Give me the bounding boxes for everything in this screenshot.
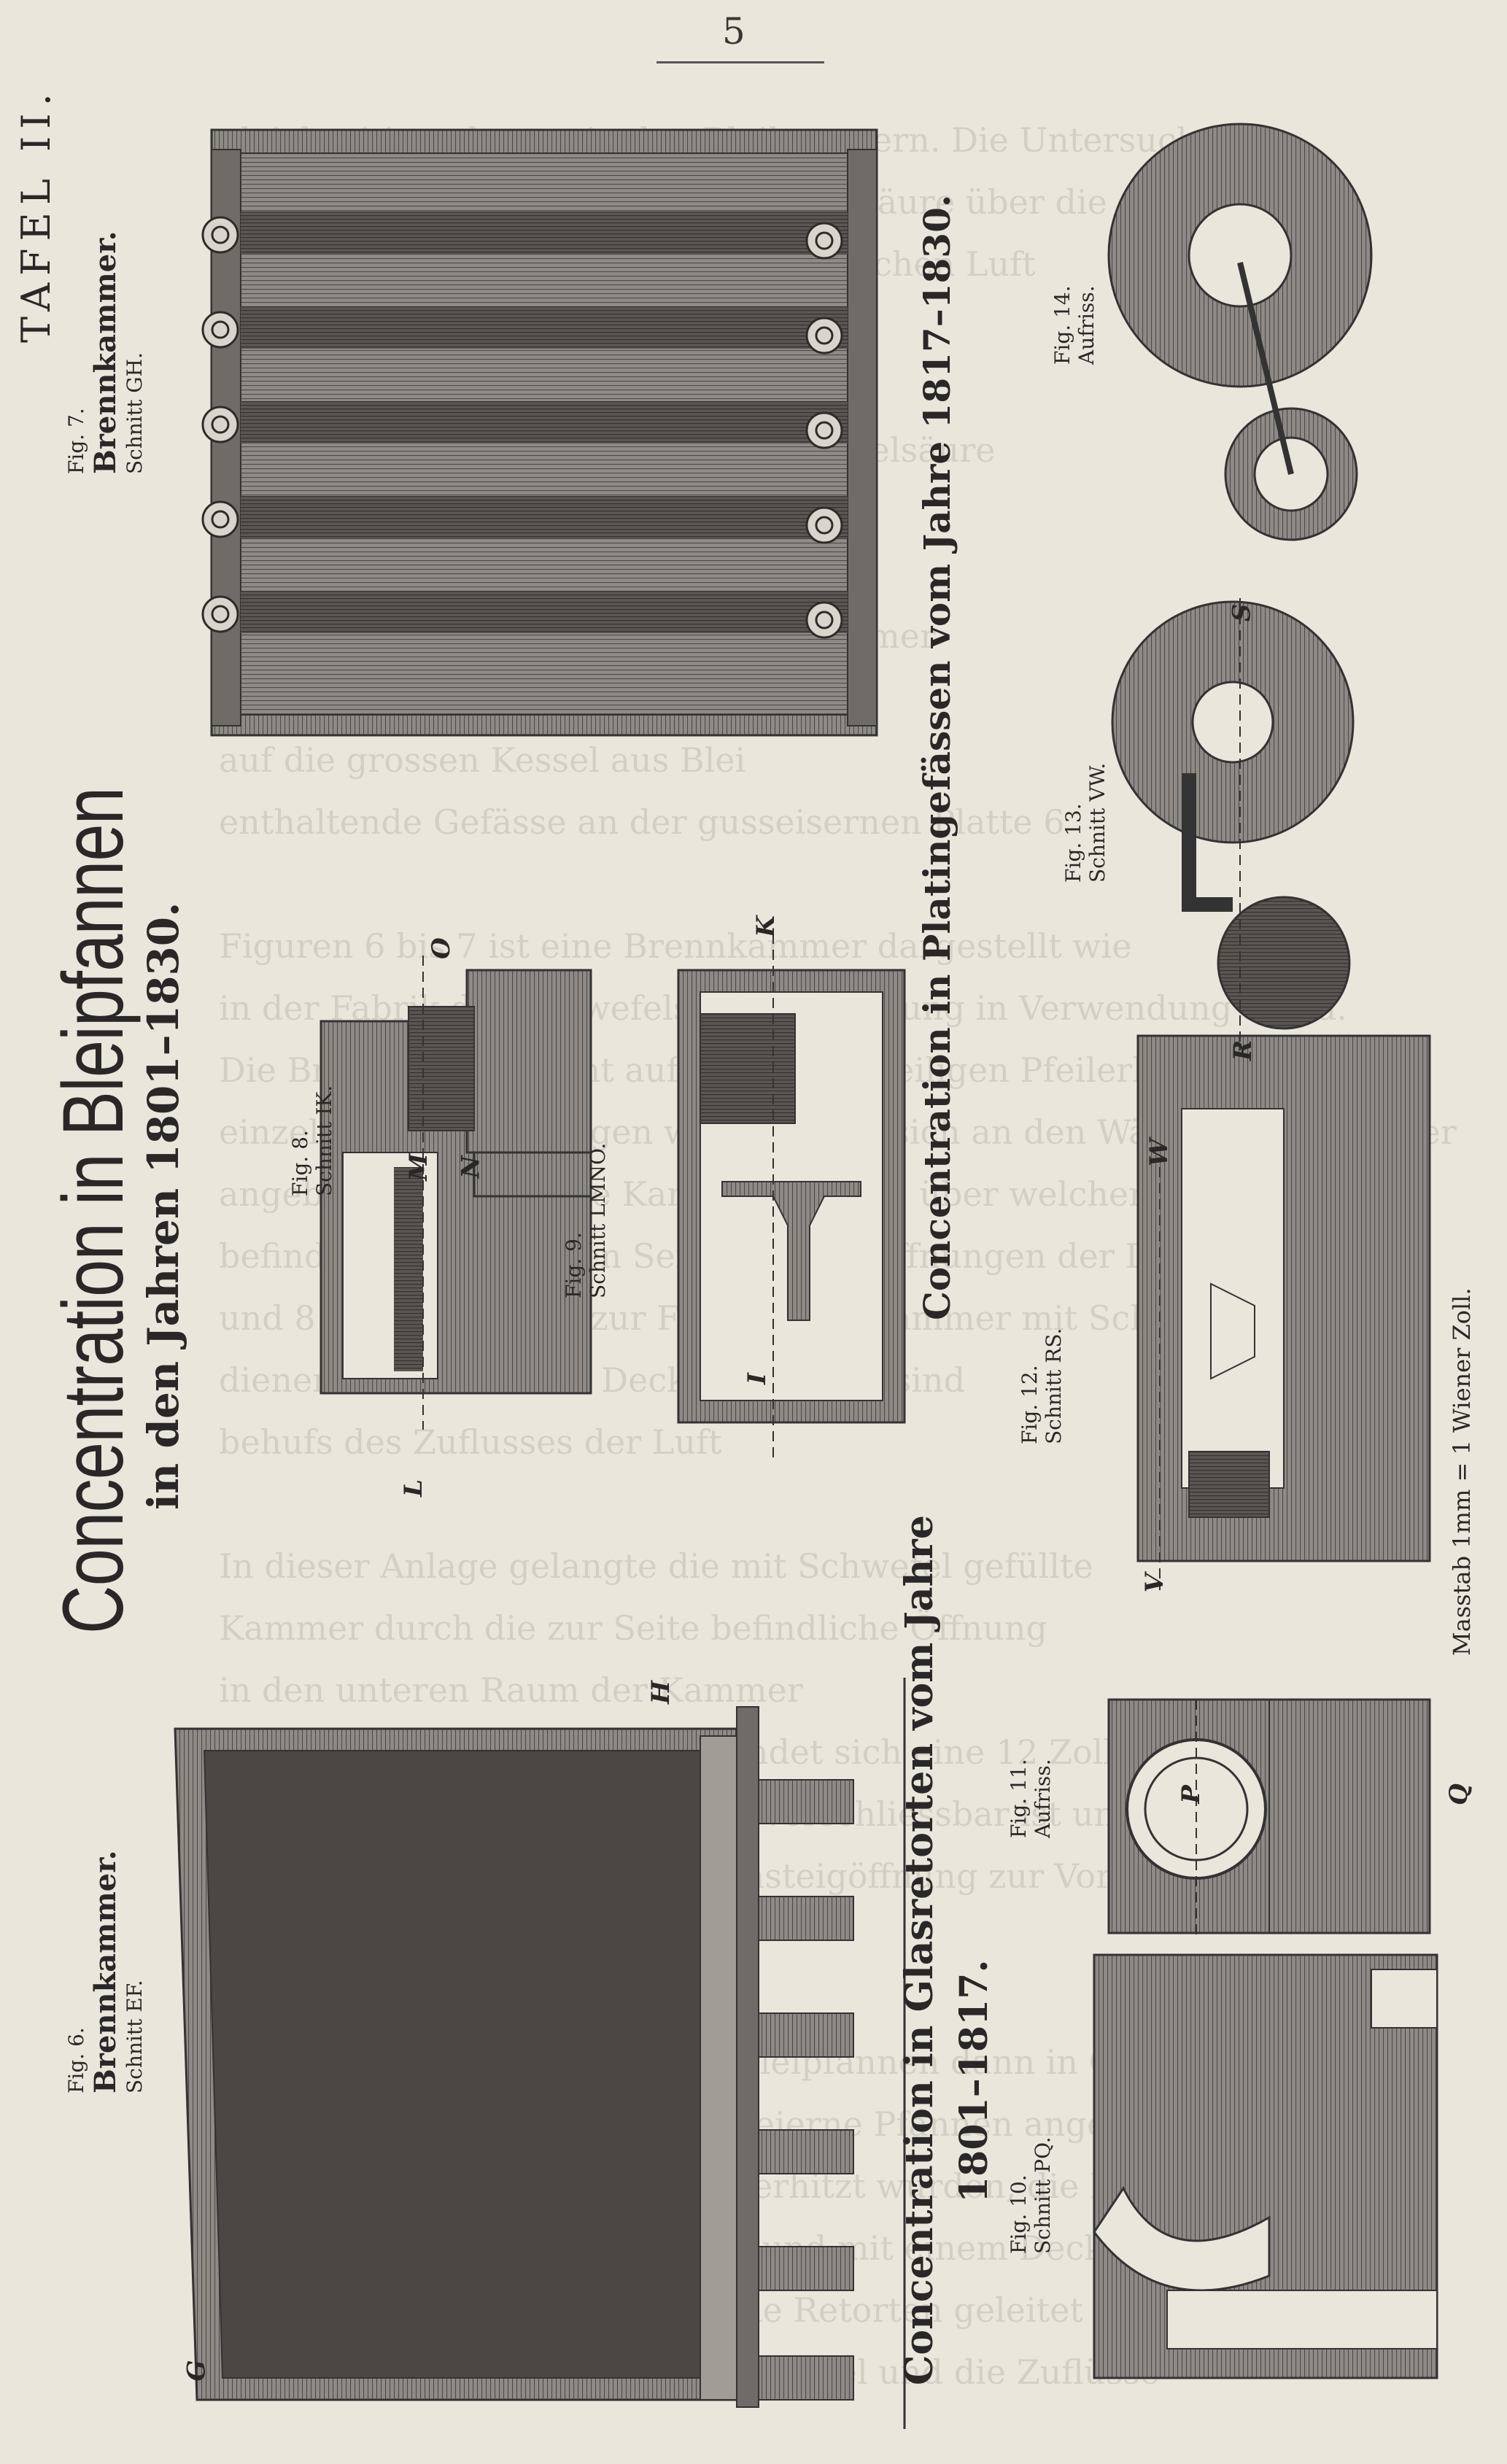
section-letter-w: W <box>1144 1138 1174 1167</box>
fig7-section: Schnitt GH. <box>123 352 147 474</box>
fig10-caption: Fig. 10. Schnitt PQ. <box>1007 2136 1055 2254</box>
header-rule <box>656 61 824 63</box>
fig13-caption: Fig. 13. Schnitt VW. <box>1061 763 1109 883</box>
fig10-number: Fig. 10. <box>1007 2174 1031 2254</box>
fig12-number: Fig. 12. <box>1018 1365 1042 1444</box>
fig12-section: Schnitt RS. <box>1042 1328 1066 1444</box>
section-letter-q: Q <box>1444 1783 1473 1805</box>
fig14-number: Fig. 14. <box>1050 285 1074 365</box>
section-letter-s: S <box>1227 603 1257 622</box>
fig10-section: Schnitt PQ. <box>1031 2136 1055 2254</box>
section-letter-o: O <box>426 937 456 959</box>
fig11-number: Fig. 11. <box>1007 1759 1031 1838</box>
fig8-drawing <box>319 956 592 1430</box>
fig9-drawing <box>677 934 906 1459</box>
fig13-drawing <box>1111 598 1355 1050</box>
fig7-drawing <box>201 128 878 737</box>
fig12-drawing <box>1136 1034 1431 1590</box>
main-title: Concentration in Bleipfannen <box>45 787 142 1634</box>
section-letter-g: G <box>182 2360 212 2382</box>
fig6-drawing <box>174 1678 906 2429</box>
section-letter-m: M <box>403 1153 433 1181</box>
fig13-number: Fig. 13. <box>1061 803 1085 883</box>
fig13-section: Schnitt VW. <box>1085 762 1109 883</box>
fig7-name: Brennkammer. <box>88 230 123 474</box>
fig8-section: Schnitt IK. <box>312 1085 336 1196</box>
fig14-caption: Fig. 14. Aufriss. <box>1050 285 1099 365</box>
fig6-name: Brennkammer. <box>88 1850 123 2093</box>
fig6-section: Schnitt EF. <box>123 1980 147 2093</box>
scale-note: Masstab 1mm = 1 Wiener Zoll. <box>1448 1287 1476 1656</box>
fig12-caption: Fig. 12. Schnitt RS. <box>1018 1328 1066 1444</box>
fig14-section: Aufriss. <box>1074 285 1099 365</box>
section-letter-l: L <box>398 1479 428 1497</box>
glasretorten-title: Concentration in Glasretorten vom Jahre <box>897 1515 942 2385</box>
section-letter-h: H <box>646 1680 676 1705</box>
fig9-section: Schnitt LMNO. <box>586 1142 610 1298</box>
fig7-number: Fig. 7. <box>64 408 88 474</box>
section-letter-i: I <box>742 1373 772 1384</box>
fig6-number: Fig. 6. <box>64 2027 88 2093</box>
fig6-caption: Fig. 6. Brennkammer. Schnitt EF. <box>64 1850 147 2093</box>
page-number: 5 <box>722 10 745 53</box>
section-letter-k: K <box>751 915 780 937</box>
fig8-caption: Fig. 8. Schnitt IK. <box>288 1085 336 1196</box>
fig14-drawing <box>1107 123 1373 541</box>
section-letter-p: P <box>1176 1785 1206 1804</box>
fig8-number: Fig. 8. <box>288 1130 312 1196</box>
section-letter-r: R <box>1228 1039 1258 1061</box>
section-letter-v: V <box>1140 1573 1170 1593</box>
fig7-caption: Fig. 7. Brennkammer. Schnitt GH. <box>64 230 147 474</box>
fig9-caption: Fig. 9. Schnitt LMNO. <box>562 1143 610 1298</box>
fig11-caption: Fig. 11. Aufriss. <box>1007 1759 1055 1838</box>
section-letter-n: N <box>456 1155 486 1179</box>
fig10-drawing <box>1093 1953 1438 2379</box>
fig9-number: Fig. 9. <box>562 1232 586 1298</box>
fig11-drawing <box>1107 1698 1431 1940</box>
plate-label: TAFEL II. <box>13 86 59 343</box>
fig11-section: Aufriss. <box>1031 1759 1055 1838</box>
platingefaesse-title: Concentration in Platingefässen vom Jahr… <box>915 194 958 1320</box>
glasretorten-years: 1801–1817. <box>952 1959 996 2203</box>
main-subtitle: in den Jahren 1801–1830. <box>139 902 188 1510</box>
